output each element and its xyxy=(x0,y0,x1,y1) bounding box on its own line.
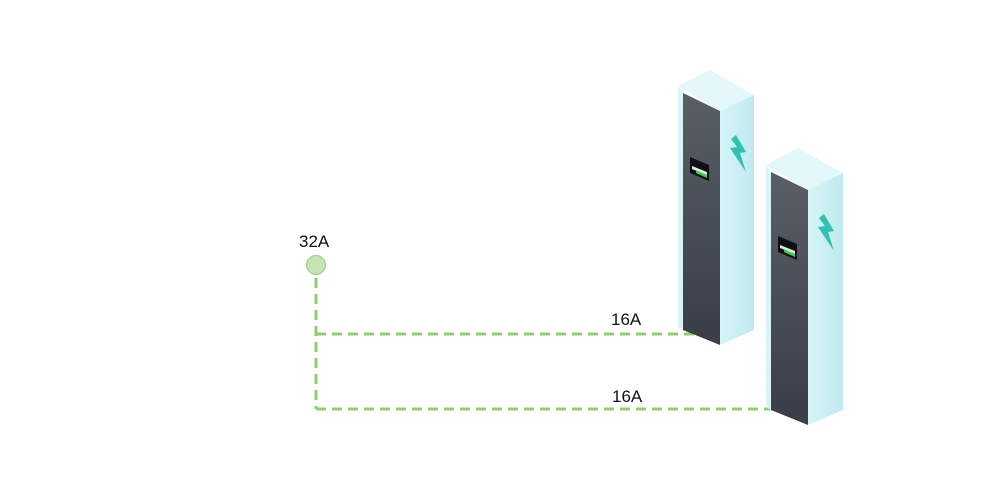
charger-2-side xyxy=(808,173,843,425)
charger-1-top xyxy=(678,70,754,111)
lightning-bolt-icon xyxy=(818,214,834,251)
lightning-bolt-icon xyxy=(730,135,746,172)
charger-2-top xyxy=(766,148,843,190)
charger-2-screen xyxy=(778,236,797,260)
branch-2-rating-label: 16A xyxy=(612,387,643,406)
charger-2-left-edge xyxy=(766,165,771,410)
charger-1-front xyxy=(683,93,720,345)
charger-2 xyxy=(766,148,843,425)
source-rating-label: 32A xyxy=(299,232,330,251)
charger-1-side xyxy=(720,95,754,345)
charger-1-left-edge xyxy=(678,86,683,330)
source-node xyxy=(305,254,327,276)
charger-1 xyxy=(678,70,754,345)
charger-2-front xyxy=(771,172,808,425)
charger-1-screen xyxy=(690,157,709,181)
branch-1-rating-label: 16A xyxy=(611,310,642,329)
wiring xyxy=(314,278,790,411)
